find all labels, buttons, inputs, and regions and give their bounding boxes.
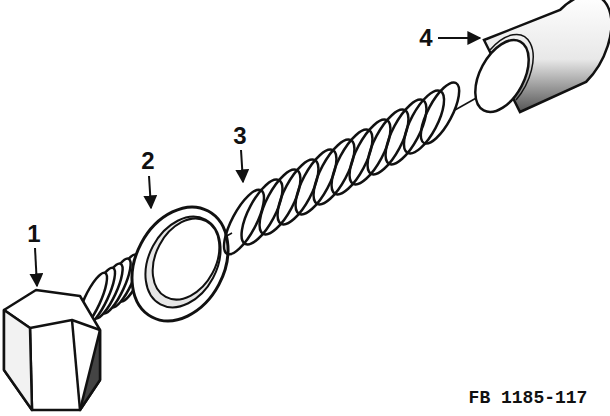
figure-code: FB 1185-117 bbox=[469, 389, 588, 407]
callout-number: 1 bbox=[27, 222, 40, 246]
leader-arrow bbox=[35, 38, 480, 286]
hex-plug-head bbox=[4, 290, 100, 410]
callout-number: 3 bbox=[233, 124, 246, 148]
washer bbox=[113, 190, 247, 337]
callout-number: 2 bbox=[141, 149, 154, 173]
callout-number: 4 bbox=[419, 26, 432, 50]
coil-spring bbox=[217, 77, 467, 259]
sleeve bbox=[464, 0, 610, 121]
